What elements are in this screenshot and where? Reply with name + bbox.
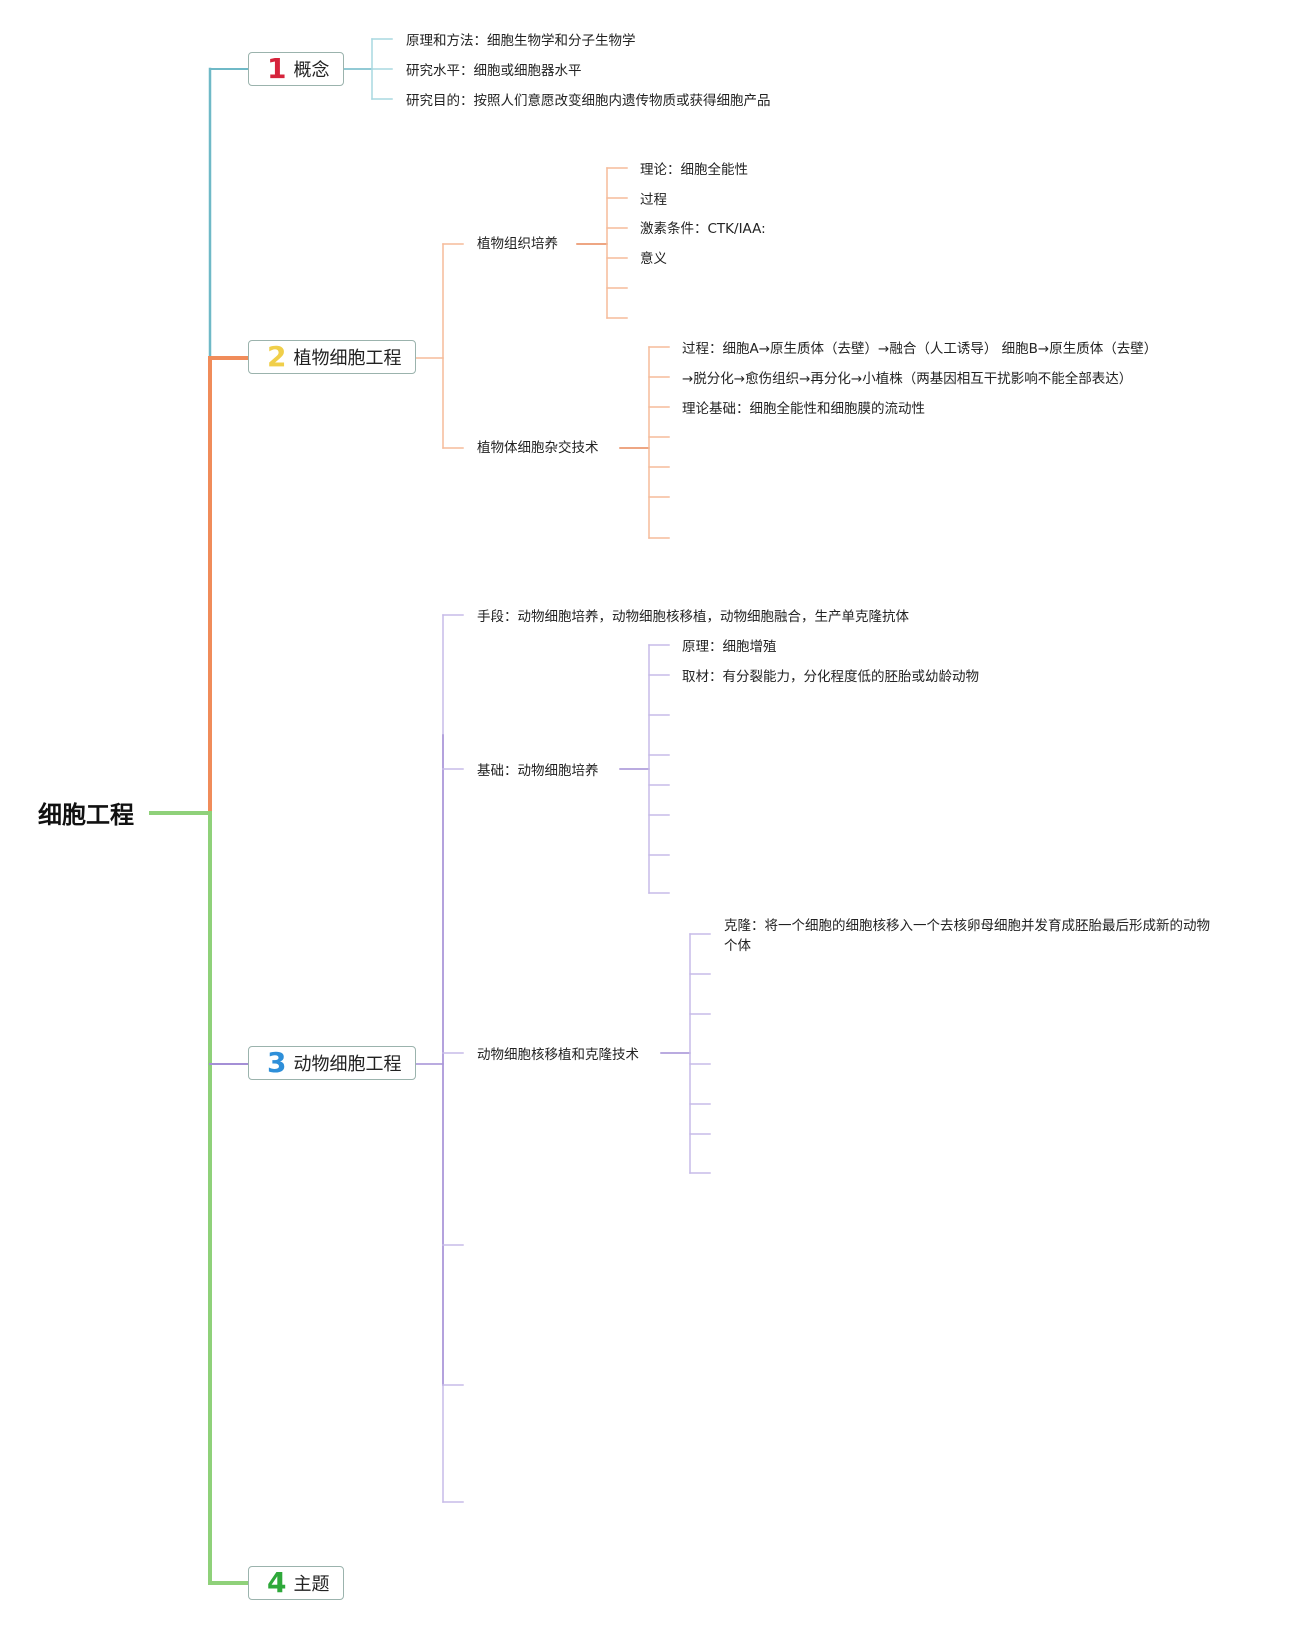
tissue-culture-item[interactable]: 激素条件：CTK/IAA:: [640, 221, 766, 237]
topic-label: 概念: [293, 60, 330, 81]
nuclear-transfer-cloning[interactable]: 动物细胞核移植和克隆技术: [477, 1047, 639, 1063]
topic-number: 1: [267, 52, 287, 85]
concept-item[interactable]: 研究水平：细胞或细胞器水平: [406, 63, 582, 79]
animal-cell-culture[interactable]: 基础：动物细胞培养: [477, 763, 599, 779]
topic-number: 2: [267, 340, 287, 373]
plant-somatic-hybridization[interactable]: 植物体细胞杂交技术: [477, 440, 599, 456]
topic-label: 主题: [293, 1574, 330, 1595]
tissue-culture-item[interactable]: 过程: [640, 192, 667, 208]
concept-item[interactable]: 原理和方法：细胞生物学和分子生物学: [406, 33, 636, 49]
animal-culture-item[interactable]: 原理：细胞增殖: [682, 639, 777, 655]
tissue-culture-item[interactable]: 意义: [640, 251, 667, 267]
plant-tissue-culture[interactable]: 植物组织培养: [477, 236, 558, 252]
topic-label: 植物细胞工程: [293, 348, 402, 369]
root-topic[interactable]: 细胞工程: [38, 801, 134, 829]
tissue-culture-item[interactable]: 理论：细胞全能性: [640, 162, 748, 178]
animal-means[interactable]: 手段：动物细胞培养，动物细胞核移植，动物细胞融合，生产单克隆抗体: [477, 609, 909, 625]
hybridization-item[interactable]: 过程：细胞A→原生质体（去壁）→融合（人工诱导） 细胞B→原生质体（去壁）: [682, 341, 1158, 357]
animal-culture-item[interactable]: 取材：有分裂能力，分化程度低的胚胎或幼龄动物: [682, 669, 979, 685]
concept-item[interactable]: 研究目的：按照人们意愿改变细胞内遗传物质或获得细胞产品: [406, 93, 771, 109]
topic-theme[interactable]: 4 主题: [248, 1566, 345, 1600]
topic-number: 3: [267, 1046, 287, 1079]
topic-concept[interactable]: 1 概念: [248, 52, 345, 86]
topic-plant-cell-engineering[interactable]: 2 植物细胞工程: [248, 340, 417, 374]
topic-number: 4: [267, 1566, 287, 1599]
hybridization-item[interactable]: →脱分化→愈伤组织→再分化→小植株（两基因相互干扰影响不能全部表达）: [682, 371, 1133, 387]
hybridization-item[interactable]: 理论基础：细胞全能性和细胞膜的流动性: [682, 401, 925, 417]
cloning-item[interactable]: 克隆：将一个细胞的细胞核移入一个去核卵母细胞并发育成胚胎最后形成新的动物个体: [724, 918, 1210, 954]
topic-animal-cell-engineering[interactable]: 3 动物细胞工程: [248, 1046, 417, 1080]
topic-label: 动物细胞工程: [293, 1054, 402, 1075]
